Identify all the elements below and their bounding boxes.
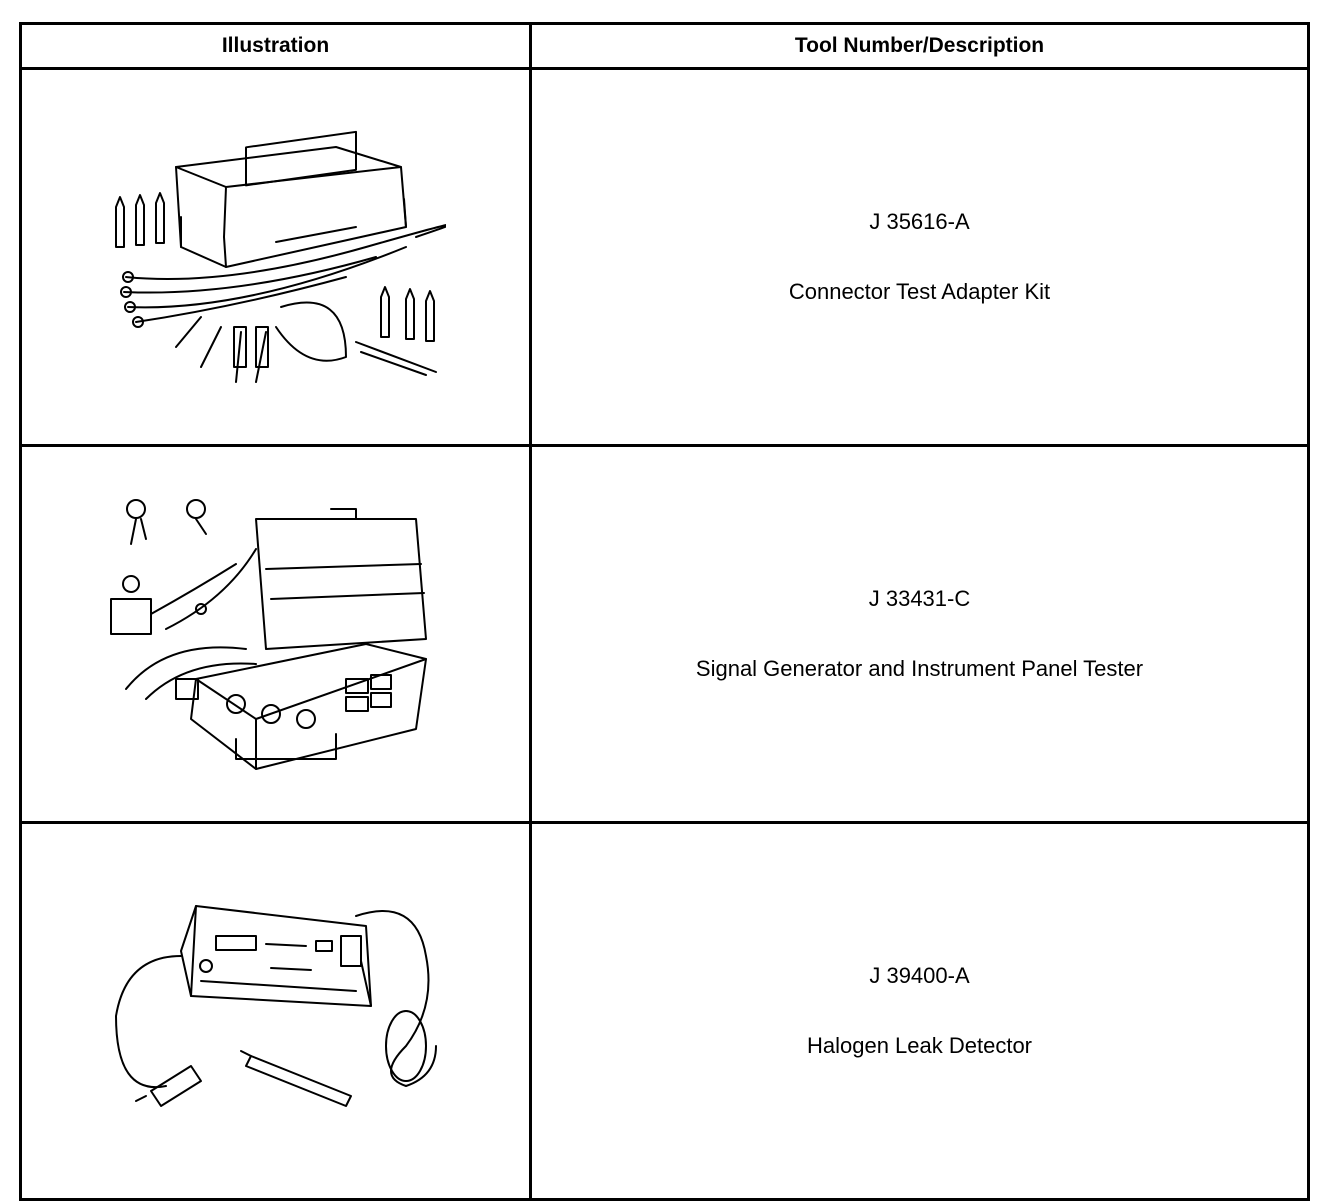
table-row: J 35616-A Connector Test Adapter Kit	[19, 67, 1310, 447]
header-tool-number-description: Tool Number/Description	[529, 22, 1310, 70]
illustration-cell	[19, 444, 532, 824]
table-row: J 39400-A Halogen Leak Detector	[19, 821, 1310, 1201]
tool-number: J 39400-A	[869, 963, 970, 988]
special-tools-table: Illustration Tool Number/Description	[19, 22, 1310, 1201]
illustration-cell	[19, 821, 532, 1201]
table-header-row: Illustration Tool Number/Description	[19, 22, 1310, 70]
illustration-cell	[19, 67, 532, 447]
tool-description: Halogen Leak Detector	[806, 1033, 1033, 1058]
tool-description: Signal Generator and Instrument Panel Te…	[695, 656, 1144, 681]
tool-description-cell: J 33431-C Signal Generator and Instrumen…	[529, 444, 1310, 824]
signal-generator-tester-drawing	[109, 499, 427, 770]
tool-description-cell: J 39400-A Halogen Leak Detector	[529, 821, 1310, 1201]
tool-number: J 35616-A	[869, 209, 970, 234]
connector-test-adapter-kit-drawing	[114, 130, 446, 383]
tool-number: J 33431-C	[868, 586, 971, 611]
header-illustration: Illustration	[19, 22, 532, 70]
table-row: J 33431-C Signal Generator and Instrumen…	[19, 444, 1310, 824]
tool-description: Connector Test Adapter Kit	[788, 279, 1051, 304]
halogen-leak-detector-drawing	[114, 905, 437, 1107]
tool-description-cell: J 35616-A Connector Test Adapter Kit	[529, 67, 1310, 447]
